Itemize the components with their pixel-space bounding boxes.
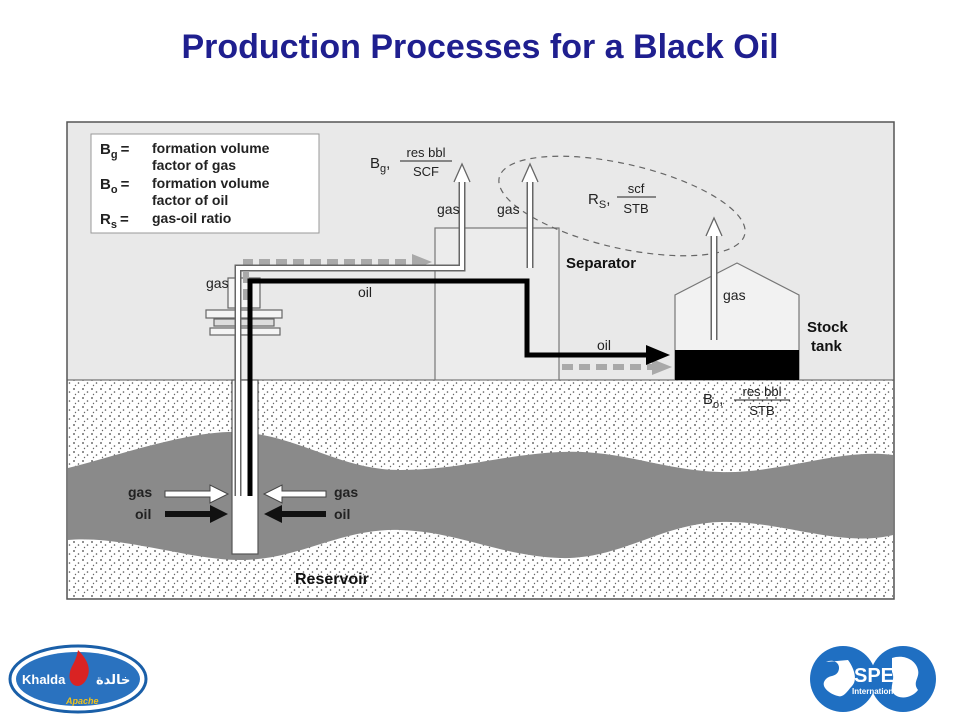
globe-left-icon	[823, 660, 855, 697]
unit-bg-symbol: B	[370, 155, 380, 172]
gas-vent-arrow-3	[705, 216, 723, 237]
legend-rs-def-1: gas-oil ratio	[152, 210, 231, 226]
oil-label-res-left: oil	[135, 506, 151, 522]
rs-ellipse	[498, 155, 746, 257]
oil-label-stock: oil	[597, 337, 611, 353]
legend-box	[90, 133, 320, 234]
reservoir-band	[68, 431, 893, 560]
unit-bg-num: res bbl	[406, 145, 445, 160]
legend-equals: =	[121, 141, 130, 158]
legend-bg-def-1: formation volume	[152, 140, 270, 156]
gas-flow-arrowhead-2	[652, 359, 672, 375]
khalda-logo-arabic: خالدة	[96, 673, 130, 688]
gas-vent-arrow-2	[521, 162, 539, 183]
gas-vent-arrow-1	[453, 162, 471, 183]
oil-inflow-right	[264, 505, 326, 523]
oil-inflow-left	[165, 505, 228, 523]
flame-icon	[69, 650, 89, 686]
unit-comma: ,	[719, 391, 723, 408]
legend-bg-symbol: B	[100, 141, 111, 158]
svg-text:RS,: RS,	[588, 191, 610, 211]
svg-text:Rs=: Rs=	[100, 211, 129, 231]
khalda-logo-sub: Apache	[65, 696, 99, 706]
unit-comma: ,	[386, 155, 390, 172]
svg-text:Bo,: Bo,	[703, 391, 723, 411]
separator-label: Separator	[566, 255, 636, 272]
legend-bg-sub: g	[111, 149, 118, 161]
gas-label-sep-2: gas	[497, 201, 520, 217]
legend-bo-def-1: formation volume	[152, 175, 270, 191]
unit-comma: ,	[606, 191, 610, 208]
unit-bo-symbol: B	[703, 391, 713, 408]
unit-rs-den: STB	[623, 201, 648, 216]
legend-rs-symbol: R	[100, 211, 111, 228]
unit-bo-sub: o	[713, 399, 719, 411]
legend-bg-def-2: factor of gas	[152, 157, 236, 173]
khalda-logo-text: Khalda	[22, 672, 66, 687]
globe-right-icon	[891, 656, 919, 698]
oil-flow-line	[247, 278, 650, 496]
unit-rs-num: scf	[628, 181, 645, 196]
unit-rs-symbol: R	[588, 191, 599, 208]
oil-flow-arrowhead	[646, 345, 670, 365]
stock-tank-label-2: tank	[811, 338, 843, 355]
unit-bo-den: STB	[749, 403, 774, 418]
svg-text:Bg,: Bg,	[370, 155, 390, 175]
oil-label-res-right: oil	[334, 506, 350, 522]
unit-bg-den: SCF	[413, 164, 439, 179]
gas-flow-to-separator	[243, 259, 415, 300]
gas-label-stock: gas	[723, 287, 746, 303]
gas-pipe-inner	[236, 178, 464, 496]
oil-label-pipe: oil	[358, 284, 372, 300]
legend-equals: =	[121, 176, 130, 193]
stock-tank-label-1: Stock	[807, 319, 849, 336]
legend-bo-sub: o	[111, 184, 118, 196]
unit-rs-sub: S	[599, 199, 606, 211]
svg-text:Bg=: Bg=	[100, 141, 130, 161]
stock-tank-oil	[675, 350, 799, 380]
gas-label-res-right: gas	[334, 484, 358, 500]
legend-bo-def-2: factor of oil	[152, 192, 228, 208]
gas-label-res-left: gas	[128, 484, 152, 500]
unit-bo-num: res bbl	[742, 384, 781, 399]
page-title: Production Processes for a Black Oil	[181, 28, 779, 66]
legend-bo-symbol: B	[100, 176, 111, 193]
legend-rs-sub: s	[111, 219, 117, 231]
gas-label-wellhead: gas	[206, 275, 229, 291]
svg-text:Bo=: Bo=	[100, 176, 130, 196]
legend-equals: =	[120, 211, 129, 228]
spe-logo: SPE International	[810, 646, 936, 712]
unit-bg-sub: g	[380, 163, 386, 175]
gas-inflow-right	[262, 484, 327, 504]
spe-logo-text: SPE	[854, 665, 894, 687]
reservoir-label: Reservoir	[295, 571, 369, 588]
gas-label-sep-1: gas	[437, 201, 460, 217]
spe-logo-sub: International	[852, 687, 900, 696]
gas-inflow-left	[164, 484, 230, 504]
khalda-logo: Khalda خالدة Apache	[8, 644, 148, 714]
